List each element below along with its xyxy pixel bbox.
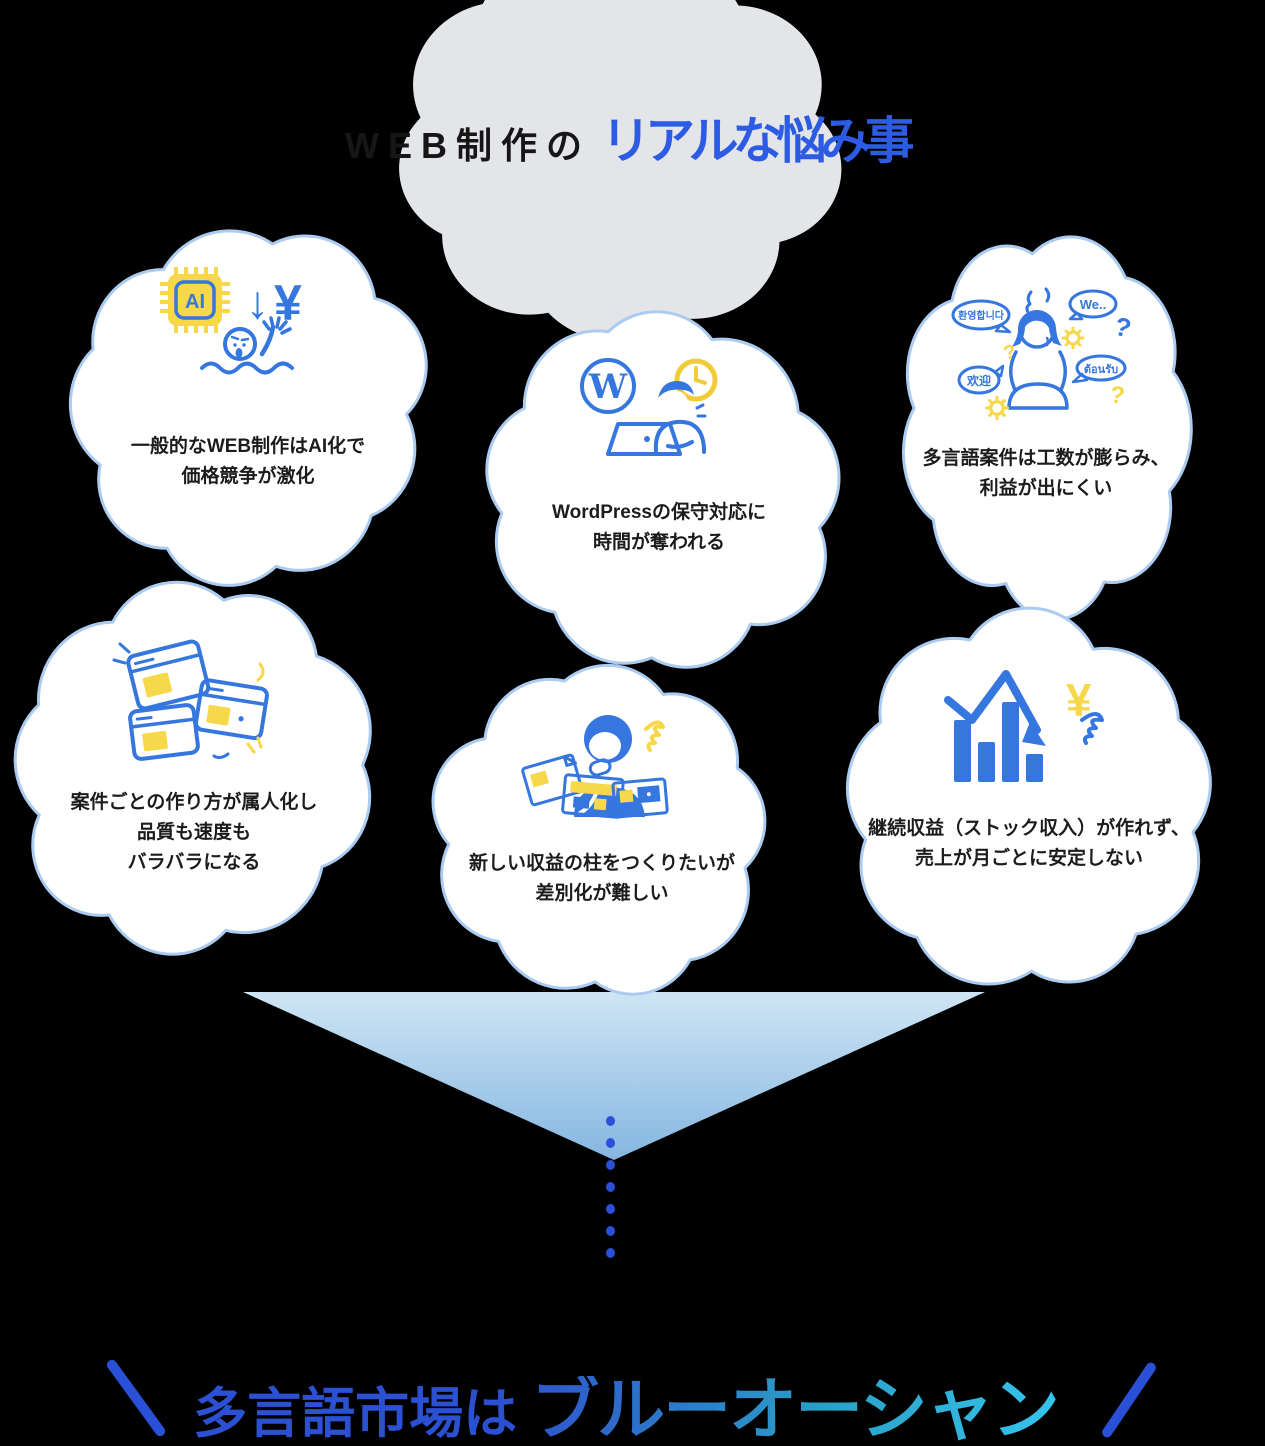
- wordpress-logo-icon: W: [579, 358, 636, 414]
- design-card-icon: [521, 753, 584, 807]
- stress-squiggle-icon: [1025, 287, 1051, 314]
- clock-icon: [674, 358, 717, 402]
- page-title: WEB制作の リアルな悩み事: [345, 113, 914, 169]
- gear-icon: [984, 395, 1010, 421]
- left-slash-decoration: [105, 1357, 168, 1439]
- wordpress-letter: W: [587, 367, 627, 407]
- declining-trend-line: [943, 670, 1041, 734]
- wordpress-clock-laptop-icon: W: [579, 358, 717, 456]
- dot: [606, 1116, 615, 1126]
- card-text: 新しい収益の柱をつくりたいが差別化が難しい: [468, 853, 735, 905]
- dot: [606, 1248, 615, 1258]
- card-blob: [72, 226, 424, 588]
- card-text: 一般的なWEB制作はAI化で価格競争が激化: [130, 436, 366, 488]
- price-down-arrow-icon: ↓: [246, 276, 269, 328]
- conclusion-prefix: 多言語市場は: [193, 1384, 518, 1444]
- worry-card-wordpress-maintenance: W WordPressの保守対応に時間が奪われる: [484, 312, 834, 672]
- dot: [606, 1226, 615, 1236]
- dot: [606, 1138, 615, 1148]
- speech-bubble-korean: 환영합니다: [951, 299, 1012, 334]
- speech-bubble-thai: ต้อนรับ: [1071, 354, 1127, 384]
- declining-chart-yen-icon: ¥: [943, 670, 1104, 782]
- dot: [606, 1182, 615, 1192]
- design-card-icon: [561, 773, 625, 819]
- card-text: 案件ごとの作り方が属人化し品質も速度もバラバラになる: [70, 792, 318, 874]
- worry-card-personalized-workflow: 案件ごとの作り方が属人化し品質も速度もバラバラになる: [14, 580, 374, 950]
- card-blob: [438, 663, 766, 999]
- card-text: 継続収益（ストック収入）が作れず、売上が月ごとに安定しない: [868, 818, 1190, 870]
- dot: [606, 1204, 615, 1214]
- svg-text:欢迎: 欢迎: [966, 373, 991, 388]
- title-cloud-shape: [399, 0, 842, 342]
- worry-card-new-revenue-pillar: 新しい収益の柱をつくりたいが差別化が難しい: [438, 663, 766, 999]
- card-blob: [484, 312, 834, 672]
- multilingual-confusion-icon: 환영합니다 We.. 欢迎 ต้อนรับ: [951, 287, 1135, 421]
- thinking-person-cards-icon: [521, 715, 669, 819]
- worry-card-ai-price-competition: AI ↓ ¥ 一般的なWEB制作はAI化で価格競争が激化: [72, 226, 424, 588]
- card-blob: [898, 234, 1194, 610]
- gear-icon: [1061, 326, 1085, 350]
- ai-chip-drowning-icon: AI ↓ ¥: [160, 267, 302, 375]
- card-text: 多言語案件は工数が膨らみ、利益が出にくい: [922, 448, 1170, 500]
- card-blob: [14, 580, 374, 950]
- svg-text:환영합니다: 환영합니다: [958, 309, 1005, 322]
- worry-card-unstable-stock-income: ¥ 継続収益（ストック収入）が作れず、売上が月ごとに安定しない: [843, 618, 1215, 990]
- browser-window-icon: [128, 703, 200, 761]
- bar-chart-icon: [953, 702, 1043, 782]
- funnel-arrow: [243, 992, 985, 1160]
- drowning-person-icon: [200, 316, 294, 375]
- conclusion-highlight: ブルーオーシャン: [531, 1372, 1060, 1446]
- question-mark-icon: ?: [1112, 311, 1135, 344]
- scattered-browser-windows-icon: [112, 639, 269, 761]
- right-slash-decoration: [1100, 1360, 1158, 1440]
- browser-window-icon: [126, 639, 211, 711]
- speech-bubble-chinese: 欢迎: [957, 364, 1005, 395]
- dotted-line: [606, 1116, 615, 1258]
- card-blob: [843, 618, 1215, 990]
- page-title-black: WEB制作の: [345, 125, 591, 166]
- confused-person-icon: [1007, 309, 1069, 410]
- worry-card-multilingual-workload: 환영합니다 We.. 欢迎 ต้อนรับ: [898, 234, 1194, 610]
- stress-scribble-icon: [644, 720, 665, 752]
- person-at-laptop-icon: [605, 381, 706, 456]
- arrow-head-icon: [1021, 722, 1046, 746]
- dot: [606, 1160, 615, 1170]
- conclusion-banner: 多言語市場は ブルーオーシャン: [0, 1352, 1265, 1444]
- design-card-icon: [611, 777, 669, 819]
- ai-chip-label: AI: [185, 291, 205, 313]
- page-title-blue: リアルな悩み事: [601, 113, 914, 169]
- browser-window-icon: [193, 678, 269, 741]
- svg-text:ต้อนรับ: ต้อนรับ: [1084, 363, 1118, 376]
- card-text: WordPressの保守対応に時間が奪われる: [552, 502, 766, 554]
- question-mark-icon: ?: [1001, 341, 1018, 365]
- speech-bubble-english: We..: [1068, 289, 1118, 321]
- ai-chip-icon: AI: [160, 267, 230, 333]
- svg-text:We..: We..: [1080, 297, 1107, 312]
- stress-scribble-icon: [1079, 712, 1104, 745]
- question-mark-icon: ?: [1108, 381, 1126, 410]
